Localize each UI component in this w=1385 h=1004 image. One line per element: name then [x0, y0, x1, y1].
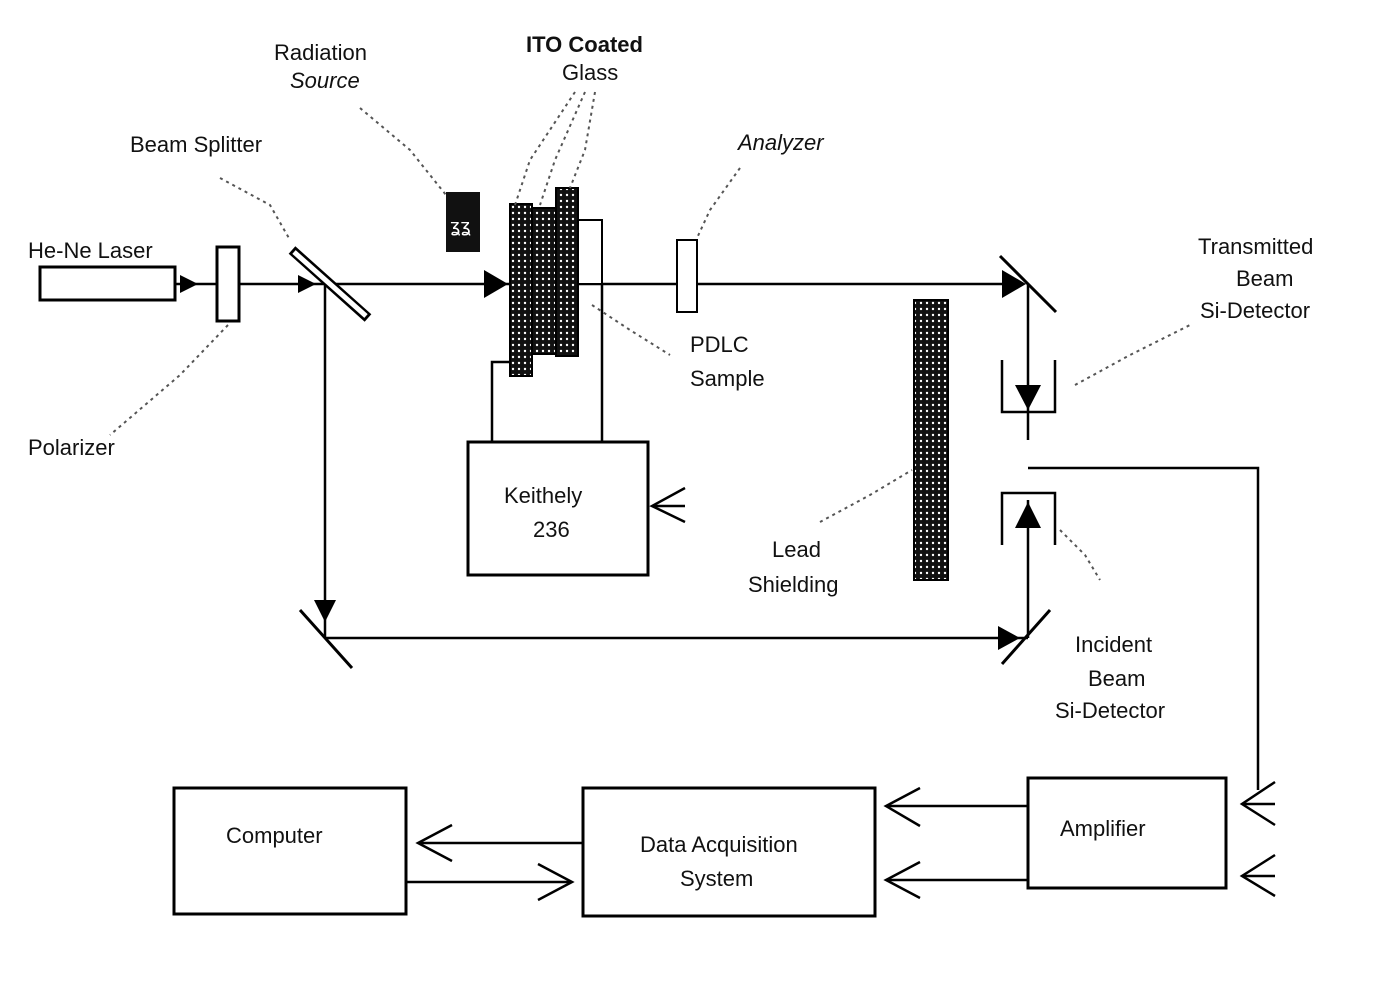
radiation-source-symbol: ʓʓ	[450, 216, 471, 237]
analyzer	[677, 240, 697, 312]
daq-label-2: System	[680, 866, 753, 891]
transmitted-detector-pointer	[1075, 325, 1190, 385]
pdlc-label-2: Sample	[690, 366, 765, 391]
polarizer-pointer	[110, 325, 228, 435]
ito-pointer-3	[570, 92, 595, 188]
keithely-label-2: 236	[533, 517, 570, 542]
incident-label-3: Si-Detector	[1055, 698, 1165, 723]
transmitted-label-1: Transmitted	[1198, 234, 1313, 259]
lead-shielding	[914, 300, 948, 580]
keithely-236	[468, 442, 648, 575]
arrow-into-splitter	[298, 275, 316, 293]
keithely-label-1: Keithely	[504, 483, 582, 508]
arrow-incident-up	[1015, 502, 1041, 528]
radiation-source-label-2: Source	[290, 68, 360, 93]
beam-splitter-pointer	[220, 178, 290, 240]
beam-splitter-label: Beam Splitter	[130, 132, 262, 157]
transmitted-label-2: Beam	[1236, 266, 1293, 291]
radiation-source-label-1: Radiation	[274, 40, 367, 65]
lead-label-2: Shielding	[748, 572, 839, 597]
ito-glass-left	[510, 204, 532, 376]
pdlc-pointer	[592, 305, 670, 355]
polarizer	[217, 247, 239, 321]
lead-pointer	[820, 470, 912, 522]
daq-label-1: Data Acquisition	[640, 832, 798, 857]
ito-glass-right	[556, 188, 578, 356]
incident-detector-pointer	[1060, 530, 1100, 580]
arrow-transmitted-down	[1015, 385, 1041, 410]
arrow-reflected-down	[314, 600, 336, 622]
ito-glass-label-1: ITO Coated	[526, 32, 643, 57]
radiation-source-pointer	[360, 108, 446, 195]
ito-glass-label-2: Glass	[562, 60, 618, 85]
arrow-into-sample	[484, 270, 508, 298]
computer	[174, 788, 406, 914]
arrow-transmitted-right	[1002, 270, 1026, 298]
incident-label-2: Beam	[1088, 666, 1145, 691]
arrow-laser-polarizer	[180, 275, 198, 293]
pdlc-layer	[532, 208, 556, 354]
analyzer-pointer	[697, 168, 740, 238]
transmitted-label-3: Si-Detector	[1200, 298, 1310, 323]
analyzer-label: Analyzer	[736, 130, 825, 155]
polarizer-label: Polarizer	[28, 435, 115, 460]
incident-label-1: Incident	[1075, 632, 1152, 657]
he-ne-laser	[40, 267, 175, 300]
laser-label: He-Ne Laser	[28, 238, 153, 263]
computer-label: Computer	[226, 823, 323, 848]
detector-amplifier-wire	[1028, 468, 1258, 790]
lead-label-1: Lead	[772, 537, 821, 562]
glass-substrate	[578, 220, 602, 284]
amplifier-label: Amplifier	[1060, 816, 1146, 841]
wire-left	[492, 362, 510, 442]
pdlc-label-1: PDLC	[690, 332, 749, 357]
